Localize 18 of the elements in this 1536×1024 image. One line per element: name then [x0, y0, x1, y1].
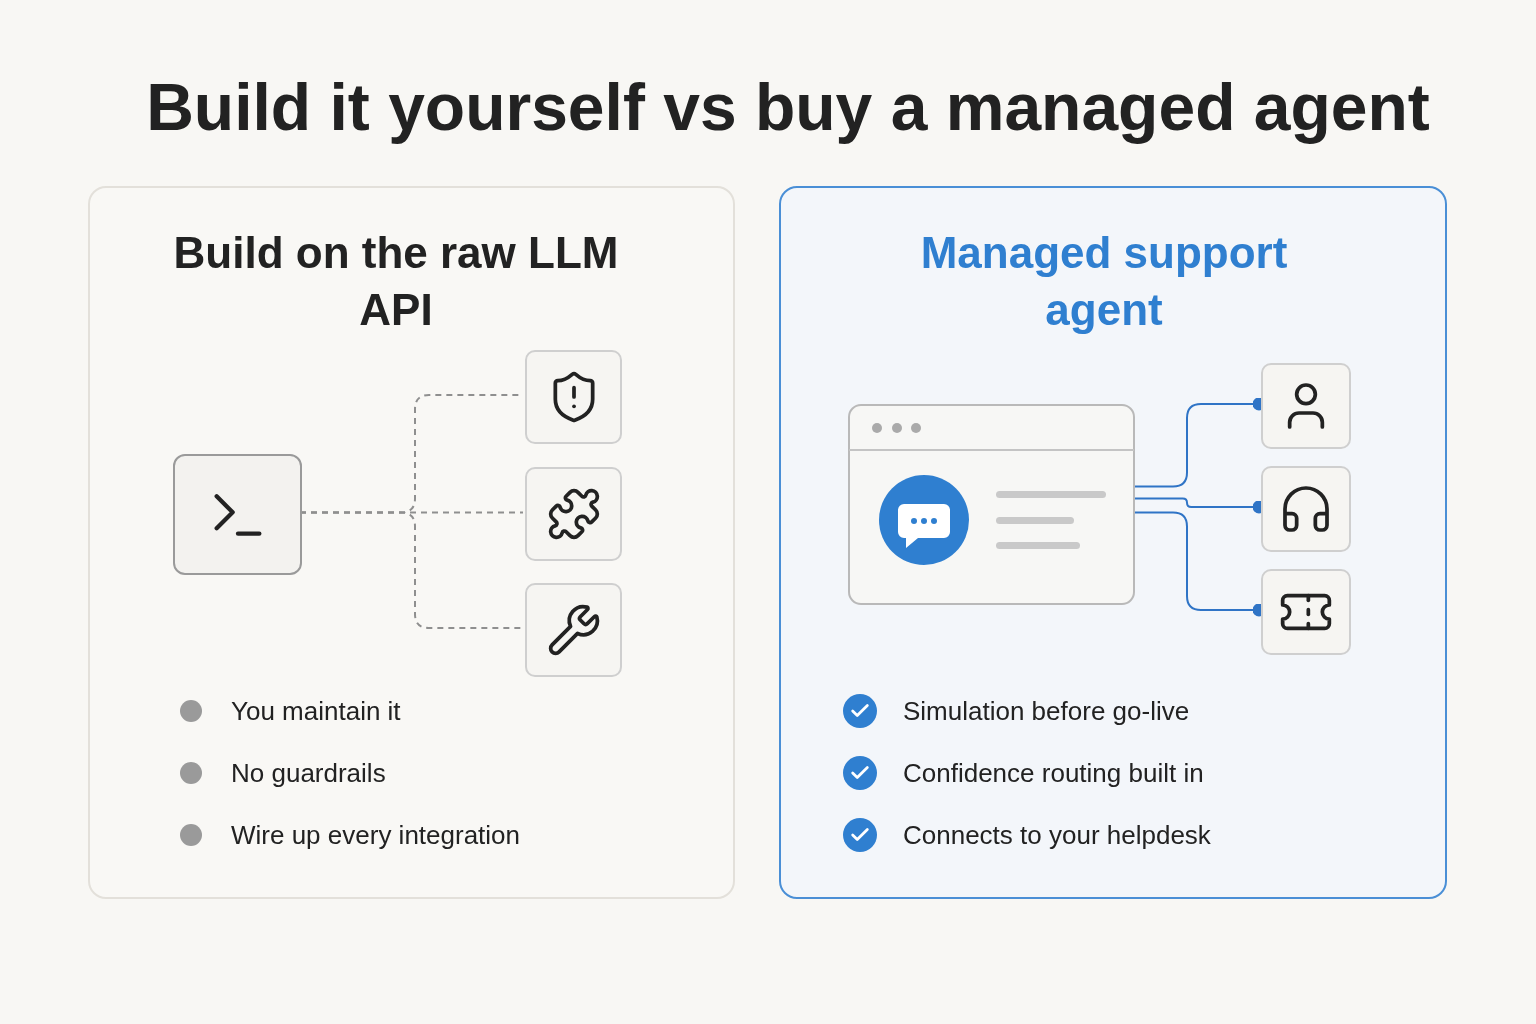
feature-text: Wire up every integration — [231, 819, 521, 852]
feature-text: You maintain it — [231, 695, 401, 728]
icon-tile — [525, 350, 622, 444]
icon-tile — [525, 467, 622, 561]
feature-text: No guardrails — [231, 757, 386, 790]
feature-text: Connects to your helpdesk — [903, 819, 1211, 852]
panel-heading: Managed support agent — [919, 227, 1289, 337]
icon-tile — [1261, 466, 1351, 552]
icon-tile — [1261, 569, 1351, 655]
icon-tile — [1261, 363, 1351, 449]
icon-tile — [173, 454, 302, 575]
icon-tile — [525, 583, 622, 677]
feature-text: Confidence routing built in — [903, 757, 1204, 790]
title: Build it yourself vs buy a managed agent — [145, 69, 1431, 146]
panel — [88, 186, 735, 899]
feature-text: Simulation before go-live — [903, 695, 1190, 728]
panel-heading: Build on the raw LLM API — [172, 227, 620, 337]
panel — [779, 186, 1447, 899]
